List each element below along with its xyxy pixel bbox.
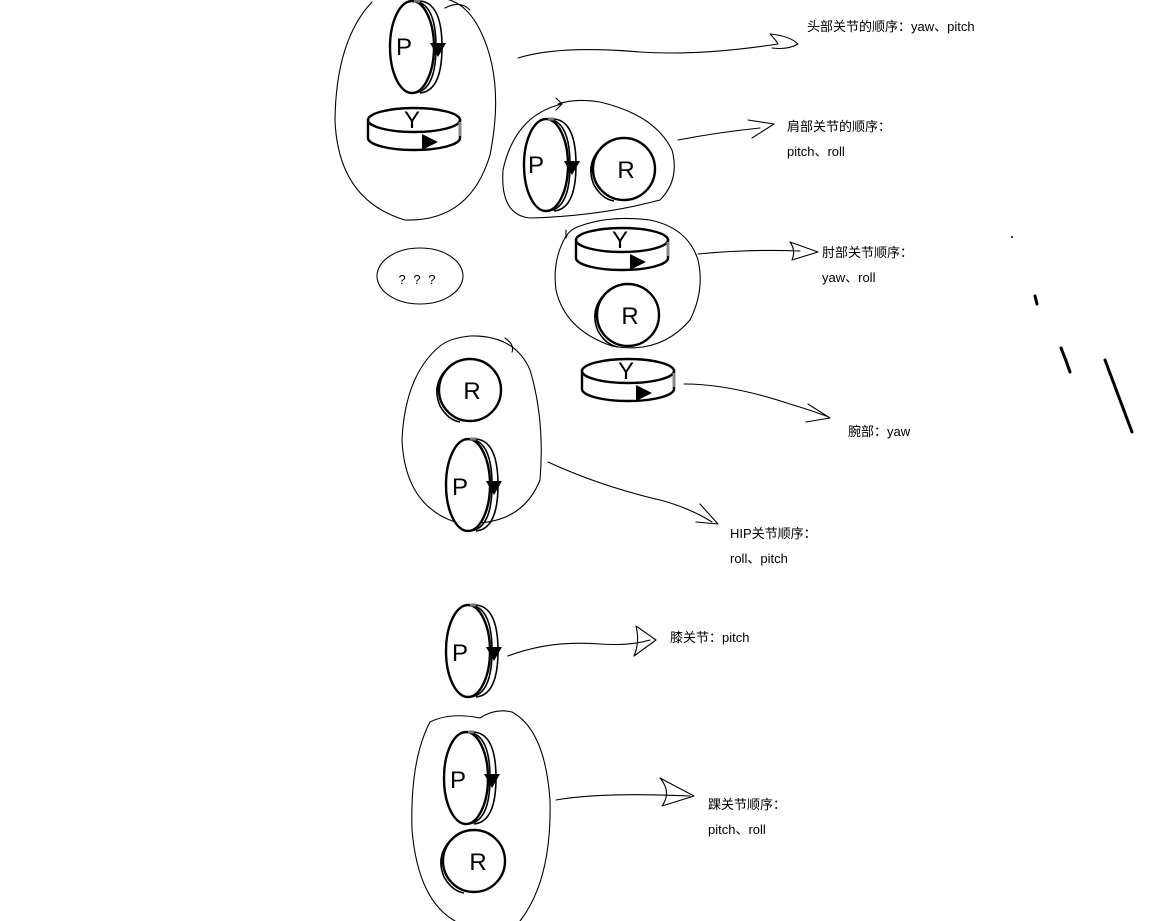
- hip-label-line2: roll、pitch: [730, 551, 788, 566]
- unknown-outline: [376, 247, 464, 305]
- hip-pitch-disk: P: [444, 437, 504, 533]
- head-group-outline: [334, 0, 497, 221]
- wrist-label-line1: 腕部：yaw: [848, 424, 911, 439]
- pitch-symbol: P: [452, 474, 468, 501]
- knee-label-line1: 膝关节：pitch: [670, 630, 749, 645]
- elbow-yaw-disk: Y: [574, 226, 670, 272]
- yaw-symbol: Y: [618, 358, 634, 385]
- roll-symbol: R: [463, 378, 480, 405]
- knee-pitch-disk: P: [444, 603, 504, 699]
- wrist-yaw-disk: Y: [580, 357, 676, 403]
- ankle-roll-disk: R: [438, 828, 507, 895]
- wrist-arrow: [683, 383, 831, 423]
- pitch-symbol: P: [450, 767, 466, 794]
- elbow-joint-group: Y R: [554, 217, 701, 349]
- pitch-symbol: P: [528, 152, 544, 179]
- ankle-group-outline: [411, 710, 551, 921]
- labels: 头部关节的顺序：yaw、pitch 肩部关节的顺序： pitch、roll 肘部…: [670, 19, 975, 837]
- roll-symbol: R: [617, 157, 634, 184]
- elbow-label-line1: 肘部关节顺序：: [822, 245, 913, 260]
- hip-arrow: [547, 461, 719, 525]
- hip-joint-group: R P: [401, 335, 542, 533]
- unknown-joint-group: ? ? ?: [376, 247, 464, 305]
- shoulder-label-line2: pitch、roll: [787, 144, 845, 159]
- elbow-group-outline: [554, 217, 701, 349]
- shoulder-arrow: [677, 119, 775, 141]
- ankle-arrow: [555, 777, 695, 807]
- stray-strokes: [1011, 236, 1134, 434]
- hip-group-outline: [401, 335, 542, 524]
- unknown-symbol: ? ? ?: [399, 272, 438, 287]
- head-pitch-disk: P: [388, 0, 448, 95]
- pitch-symbol: P: [452, 640, 468, 667]
- yaw-symbol: Y: [612, 227, 628, 254]
- hip-roll-disk: R: [434, 357, 503, 424]
- elbow-roll-disk: R: [592, 282, 661, 349]
- elbow-label-line2: yaw、roll: [822, 270, 876, 285]
- roll-symbol: R: [621, 303, 638, 330]
- hip-label-line1: HIP关节顺序：: [730, 526, 817, 541]
- head-joint-group: P Y: [334, 0, 497, 221]
- yaw-symbol: Y: [404, 107, 420, 134]
- head-yaw-disk: Y: [366, 106, 462, 152]
- head-arrow: [517, 33, 799, 59]
- shoulder-pitch-disk: P: [522, 117, 582, 213]
- knee-arrow: [507, 625, 657, 657]
- shoulder-roll-disk: R: [588, 136, 657, 203]
- shoulder-joint-group: P R: [502, 97, 675, 219]
- shoulder-label-line1: 肩部关节的顺序：: [787, 119, 891, 134]
- roll-symbol: R: [469, 849, 486, 876]
- ankle-joint-group: P R: [411, 710, 551, 921]
- pitch-symbol: P: [396, 34, 412, 61]
- shoulder-group-outline: [502, 97, 675, 219]
- head-label-line1: 头部关节的顺序：yaw、pitch: [807, 19, 975, 34]
- ankle-label-line2: pitch、roll: [708, 822, 766, 837]
- elbow-arrow: [697, 241, 819, 261]
- ankle-pitch-disk: P: [442, 730, 502, 826]
- arrows: [507, 33, 831, 807]
- ankle-label-line1: 踝关节顺序：: [708, 797, 786, 812]
